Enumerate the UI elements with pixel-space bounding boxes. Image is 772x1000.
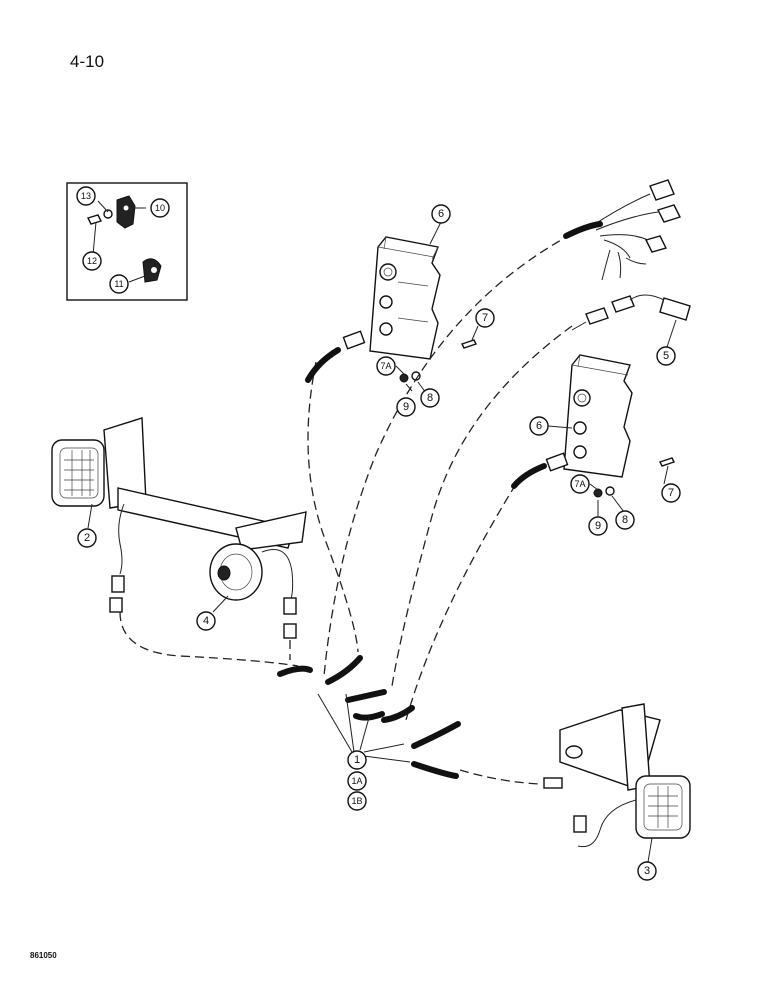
svg-text:1B: 1B [351,796,362,806]
leader-lines [87,221,677,863]
callout-11: 11 [109,274,129,294]
drawing-id: 861050 [30,951,57,960]
clamp-detail-inset [66,182,188,301]
svg-text:1: 1 [354,754,360,766]
switch-connector [571,294,691,331]
svg-text:6: 6 [536,420,542,432]
svg-text:4: 4 [203,615,209,627]
callout-9-upper: 9 [396,397,416,417]
left-lamp-assembly [51,417,307,551]
callout-4: 4 [196,611,216,631]
svg-text:8: 8 [622,514,628,526]
harness-sleeves [277,221,603,779]
callout-1: 1 [347,750,367,770]
callout-7a-upper: 7A [376,356,396,376]
svg-text:6: 6 [438,208,444,220]
svg-text:7: 7 [482,312,488,324]
svg-text:2: 2 [84,532,90,544]
harness-connectors [591,179,681,281]
callout-2: 2 [77,528,97,548]
callout-12: 12 [82,251,102,271]
svg-text:7A: 7A [380,361,391,371]
svg-text:11: 11 [114,279,123,289]
callout-6-lower: 6 [529,416,549,436]
callout-13: 13 [76,186,96,206]
svg-text:10: 10 [155,203,165,213]
hardware-lower [593,457,675,498]
callout-8-upper: 8 [420,388,440,408]
left-lamp-wiring [109,503,125,613]
svg-text:7A: 7A [574,479,585,489]
svg-text:12: 12 [87,256,97,266]
callout-7a-lower: 7A [570,474,590,494]
callout-10: 10 [150,198,170,218]
svg-text:9: 9 [595,520,601,532]
svg-text:5: 5 [663,350,669,362]
callout-8-lower: 8 [615,510,635,530]
control-module-upper [342,236,441,360]
right-lamp-assembly [543,703,691,848]
callout-7-upper: 7 [475,308,495,328]
callout-1a: 1A [347,771,367,791]
callout-6-upper: 6 [431,204,451,224]
svg-text:8: 8 [427,392,433,404]
svg-text:9: 9 [403,401,409,413]
callout-7-lower: 7 [661,483,681,503]
page-number: 4-10 [70,52,105,71]
hardware-upper [399,339,477,383]
callout-9-lower: 9 [588,516,608,536]
svg-text:13: 13 [81,191,91,201]
rear-light [209,543,297,639]
callout-5: 5 [656,346,676,366]
svg-text:3: 3 [644,865,650,877]
harness-wires [119,233,573,785]
callout-3: 3 [637,861,657,881]
callout-1b: 1B [347,791,367,811]
control-module-lower [545,354,633,478]
svg-text:7: 7 [668,487,674,499]
svg-text:1A: 1A [351,776,362,786]
